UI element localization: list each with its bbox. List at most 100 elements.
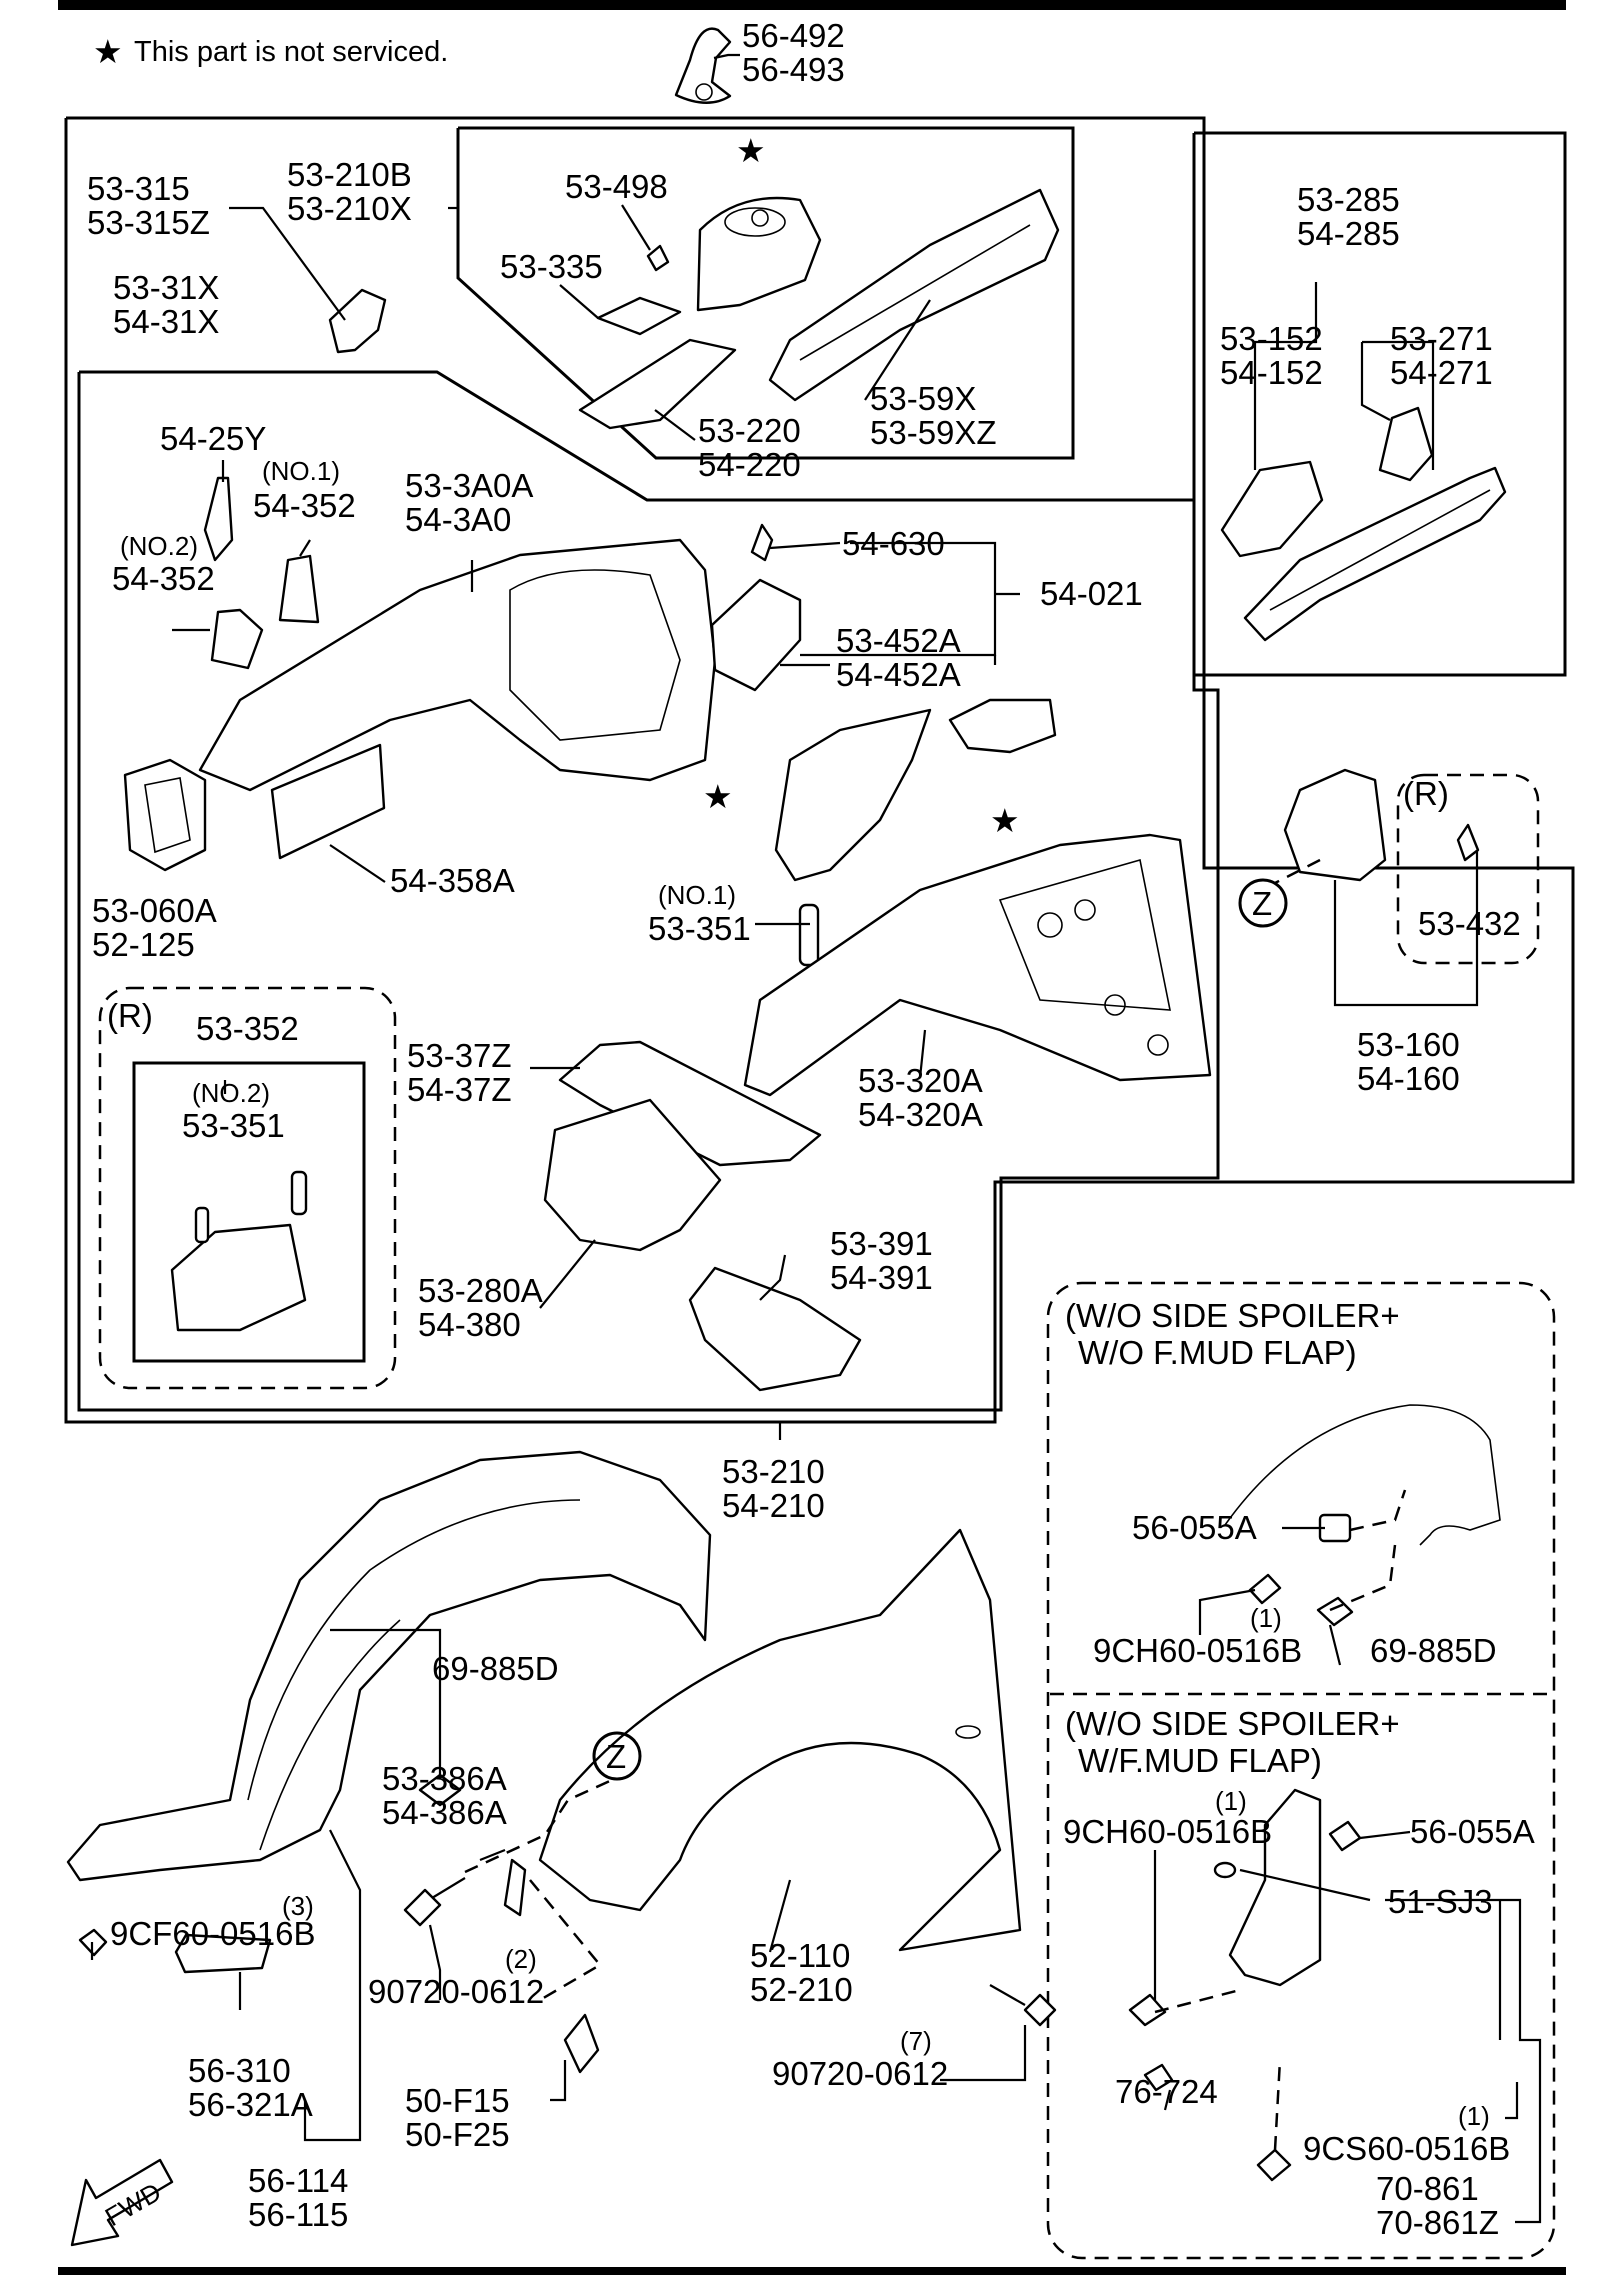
screw-9CS60 — [1256, 2148, 1292, 2182]
label-53-351-a: 53-351 — [648, 910, 751, 947]
part-56-310 — [174, 1933, 272, 1974]
bolt-9CH60-b — [1128, 1993, 1167, 2027]
label-9CH60-b: 9CH60-0516B — [1063, 1813, 1272, 1850]
bolt-90720-0612-b — [989, 1984, 1057, 2027]
label-50-F25: 50-F25 — [405, 2116, 510, 2153]
label-90720-b: 90720-0612 — [772, 2055, 948, 2092]
label-90720-a: 90720-0612 — [368, 1973, 544, 2010]
part-54-25Y — [203, 476, 234, 562]
label-53-280A: 53-280A — [418, 1272, 543, 1309]
label-54-37Z: 54-37Z — [407, 1071, 512, 1108]
group-frame-53-210 — [64, 116, 1575, 1424]
clip-69-885D — [418, 1773, 462, 1807]
label-qty7: (7) — [900, 2026, 932, 2056]
label-54-25Y: 54-25Y — [160, 420, 266, 457]
legend-star-icon: ★ — [93, 33, 123, 70]
label-qty1-c: (1) — [1458, 2101, 1490, 2131]
label-variant2-line2: W/F.MUD FLAP) — [1078, 1742, 1322, 1779]
part-53-59X — [768, 188, 1060, 402]
label-variant2-line1: (W/O SIDE SPOILER+ — [1065, 1705, 1400, 1742]
label-r-a: (R) — [1403, 775, 1449, 812]
part-53-315 — [328, 288, 387, 354]
label-53-352: 53-352 — [196, 1010, 299, 1047]
label-53-498: 53-498 — [565, 168, 668, 205]
part-middle-bracket-starred — [774, 708, 932, 882]
variant1-fender-outline — [1224, 1404, 1501, 1546]
label-53-335: 53-335 — [500, 248, 603, 285]
top-rule — [58, 0, 1566, 10]
label-9CH60-a: 9CH60-0516B — [1093, 1632, 1302, 1669]
part-right-bracket-starred — [948, 698, 1057, 754]
label-54-352-b: 54-352 — [112, 560, 215, 597]
group-frame-r-inner — [132, 1061, 366, 1363]
label-53-271: 53-271 — [1390, 320, 1493, 357]
label-54-380: 54-380 — [418, 1306, 521, 1343]
bolt-90720-0612-a — [403, 1877, 466, 1927]
leader-lines — [90, 53, 1542, 2224]
part-54-352-no1 — [278, 554, 320, 624]
part-53-160-bracket — [1283, 768, 1387, 882]
star-icon-tower: ★ — [736, 132, 766, 169]
part-53-320A-rail — [743, 833, 1212, 1097]
label-54-271: 54-271 — [1390, 354, 1493, 391]
label-56-321A: 56-321A — [188, 2086, 313, 2123]
label-56-055A-a: 56-055A — [1132, 1509, 1257, 1546]
part-53-210B-tower — [696, 196, 822, 312]
group-frame-53-31X — [77, 370, 1220, 1412]
label-qty1-b: (1) — [1215, 1786, 1247, 1816]
legend-note: This part is not serviced. — [134, 36, 448, 68]
clip-69-885D-a — [1316, 1596, 1354, 1627]
star-icon-bracket-left: ★ — [703, 778, 733, 815]
label-9CS60: 9CS60-0516B — [1303, 2130, 1510, 2167]
label-53-320A: 53-320A — [858, 1062, 983, 1099]
part-53-271 — [1378, 406, 1434, 482]
label-70-861Z: 70-861Z — [1376, 2204, 1499, 2241]
label-53-37Z: 53-37Z — [407, 1037, 512, 1074]
label-53-210B: 53-210B — [287, 156, 412, 193]
label-54-285: 54-285 — [1297, 215, 1400, 252]
label-54-386A: 54-386A — [382, 1794, 507, 1831]
part-53-352-r — [170, 1170, 308, 1332]
label-50-F15: 50-F15 — [405, 2082, 510, 2119]
part-53-3A0A-apron — [198, 538, 717, 792]
label-53-160: 53-160 — [1357, 1026, 1460, 1063]
label-54-210: 54-210 — [722, 1487, 825, 1524]
fwd-arrow-icon: FWD — [70, 2158, 174, 2247]
label-53-386A: 53-386A — [382, 1760, 507, 1797]
dashed-group-r-left — [98, 986, 397, 1390]
label-56-055A-b: 56-055A — [1410, 1813, 1535, 1850]
bracket-53-386A — [503, 1858, 527, 1917]
label-53-3A0A: 53-3A0A — [405, 467, 533, 504]
label-variant1-line1: (W/O SIDE SPOILER+ — [1065, 1297, 1400, 1334]
label-53-315: 53-315 — [87, 170, 190, 207]
star-icon-bracket-right: ★ — [990, 802, 1020, 839]
label-qty2: (2) — [505, 1944, 537, 1974]
part-53-335 — [596, 296, 682, 336]
part-52-110-fender — [538, 1528, 1022, 1952]
part-54-021 — [710, 578, 802, 692]
part-54-630 — [750, 523, 774, 562]
label-54-160: 54-160 — [1357, 1060, 1460, 1097]
dashed-group-r-right — [1396, 773, 1540, 965]
dashed-group-variants — [1046, 1281, 1556, 2260]
part-53-391 — [688, 1266, 862, 1392]
label-r-b: (R) — [107, 997, 153, 1034]
label-54-358A: 54-358A — [390, 862, 515, 899]
label-53-351-b: 53-351 — [182, 1107, 285, 1144]
label-69-885D-b: 69-885D — [432, 1650, 559, 1687]
label-54-152: 54-152 — [1220, 354, 1323, 391]
label-53-391: 53-391 — [830, 1225, 933, 1262]
label-56-310: 56-310 — [188, 2052, 291, 2089]
label-variant1-line2: W/O F.MUD FLAP) — [1078, 1334, 1357, 1371]
part-56-055A-b — [1328, 1820, 1362, 1852]
label-52-110: 52-110 — [750, 1937, 850, 1974]
part-53-152 — [1220, 460, 1324, 558]
label-53-152: 53-152 — [1220, 320, 1323, 357]
z-marker-fender: Z — [606, 1738, 626, 1775]
label-54-220: 54-220 — [698, 446, 801, 483]
label-53-452A: 53-452A — [836, 622, 961, 659]
label-54-021: 54-021 — [1040, 575, 1143, 612]
label-53-432: 53-432 — [1418, 905, 1521, 942]
label-9CF60: 9CF60-0516B — [110, 1915, 315, 1952]
